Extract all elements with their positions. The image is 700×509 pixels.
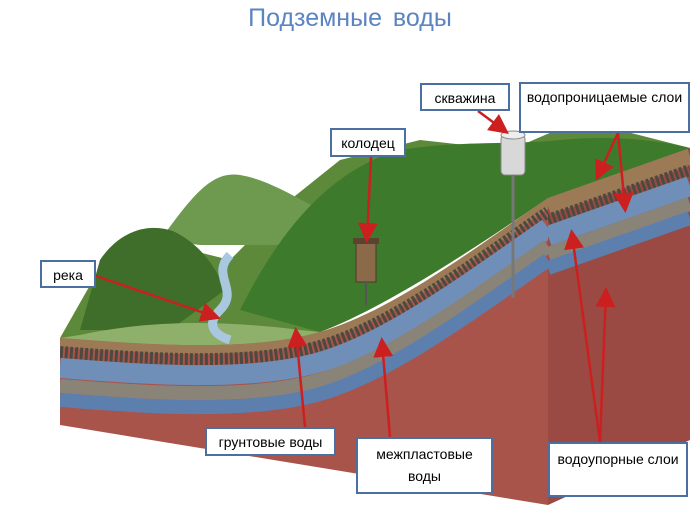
arrow-groundwater	[287, 327, 308, 428]
label-interstratal-water: межпластовые воды	[356, 437, 493, 494]
label-river: река	[40, 260, 96, 288]
label-borehole: скважина	[420, 83, 510, 111]
arrow-permeable-1	[595, 132, 620, 181]
label-impermeable-layers: водоупорные слои	[548, 442, 688, 497]
valley-meadow	[60, 323, 320, 346]
arrow-impermeable-2	[595, 287, 616, 443]
far-mountain	[160, 174, 330, 245]
pointer-arrows	[95, 109, 634, 443]
arrow-permeable-2	[613, 132, 634, 213]
left-hill	[80, 227, 225, 330]
arrow-interstratal	[373, 337, 394, 438]
right-hills	[240, 137, 690, 332]
label-permeable-layers: водопроницаемые слои	[519, 82, 690, 133]
diagram-title: Подземные воды	[248, 4, 452, 32]
label-groundwater: грунтовые воды	[205, 427, 336, 456]
arrow-impermeable-1	[564, 229, 602, 443]
arrow-river	[95, 274, 221, 322]
arrow-borehole	[477, 109, 510, 134]
label-well: колодец	[330, 128, 406, 157]
arrow-well	[357, 156, 378, 243]
